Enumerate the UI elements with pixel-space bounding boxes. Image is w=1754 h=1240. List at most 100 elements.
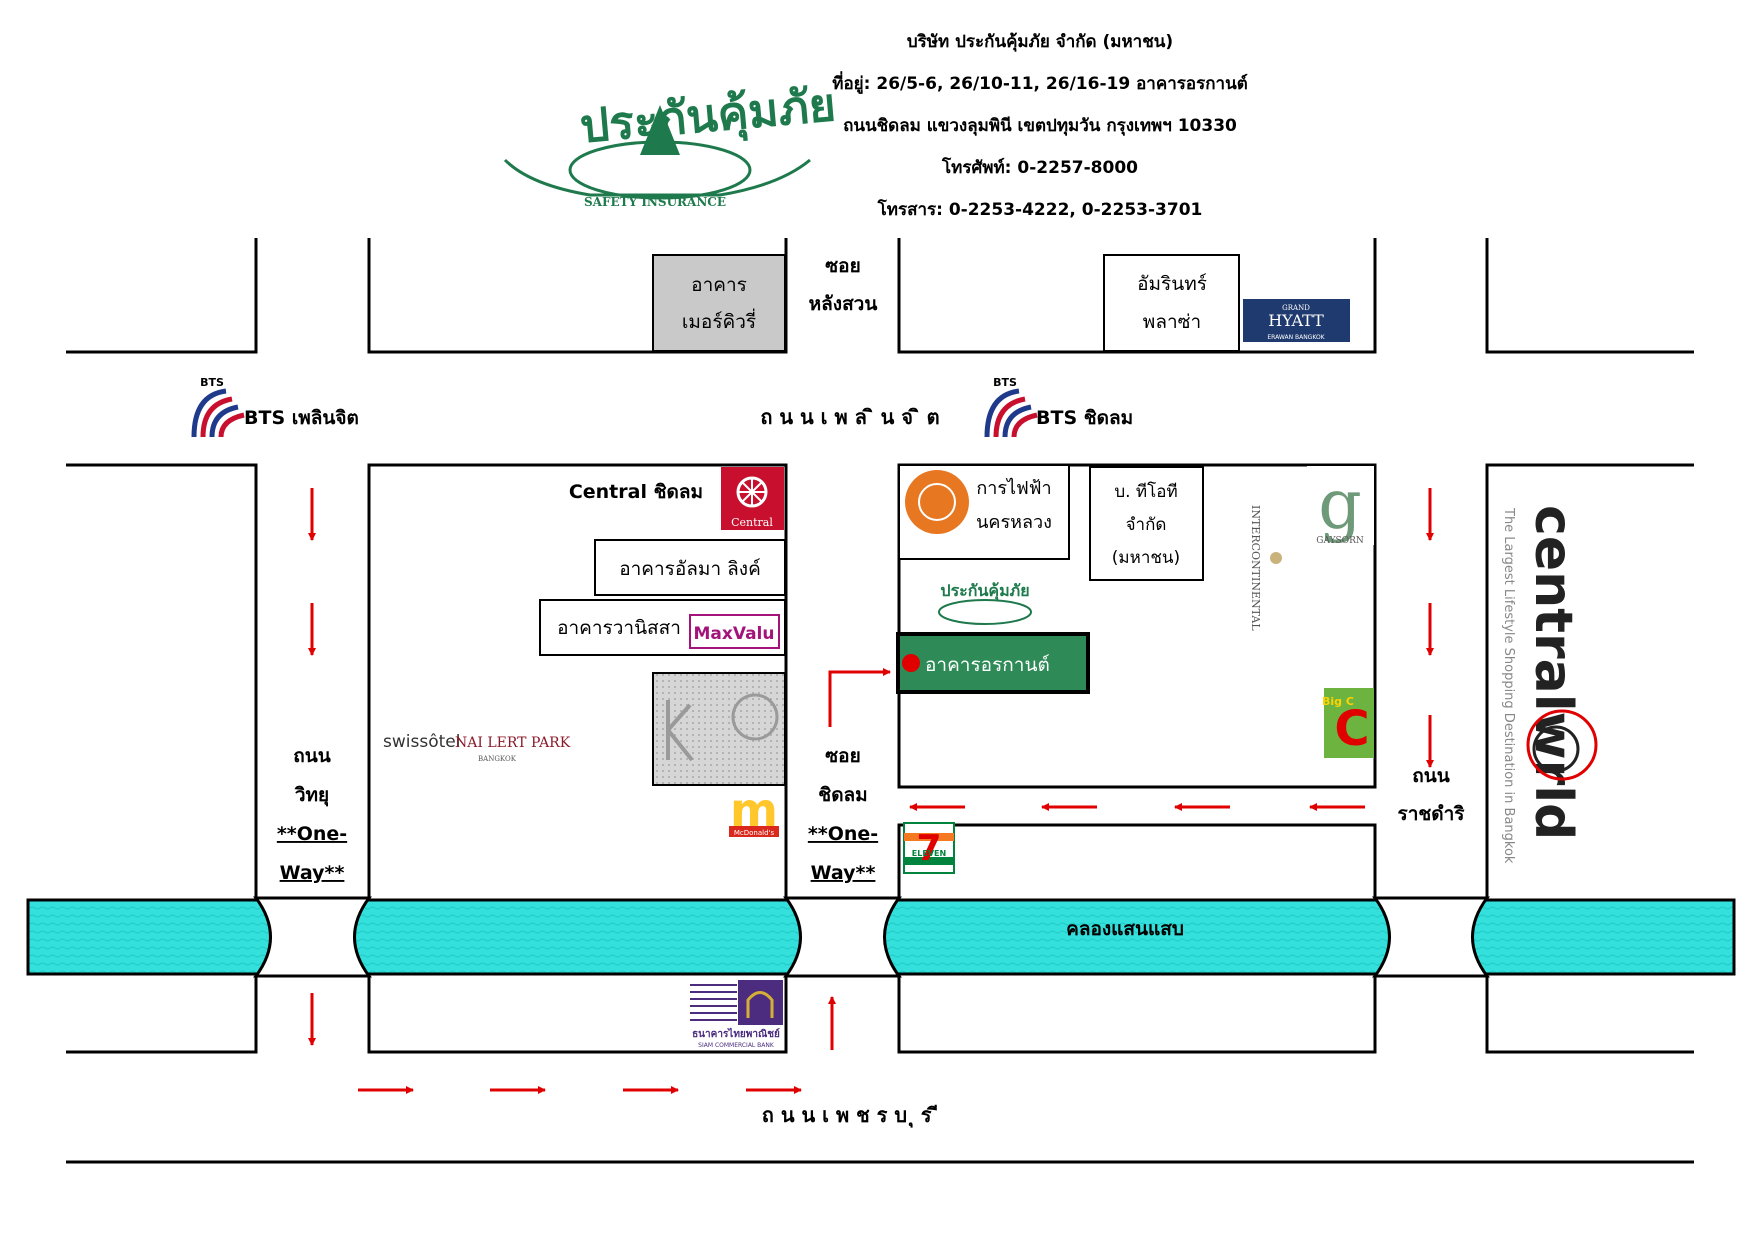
svg-text:อัมรินทร์: อัมรินทร์ <box>1137 273 1207 295</box>
seven-icon: 7 <box>916 828 941 869</box>
arrow-icon <box>828 668 891 727</box>
canal: คลองแสนแสบ <box>26 896 1736 978</box>
svg-text:MaxValu: MaxValu <box>694 624 775 644</box>
svg-text:ERAWAN BANGKOK: ERAWAN BANGKOK <box>1267 334 1325 341</box>
bts-chidlom-label: BTS ชิดลม <box>1036 407 1133 429</box>
orakarn-building: อาคารอรกานต์ <box>896 632 1090 694</box>
wireless-line-3: **One- <box>277 823 347 845</box>
block-bot-4 <box>1485 975 1694 1054</box>
building-logo-icon <box>666 700 694 762</box>
svg-text:ประกันคุ้มภัย: ประกันคุ้มภัย <box>940 581 1029 601</box>
company-info: บริษัท ประกันคุ้มภัย จำกัด (มหาชน) ที่อย… <box>832 32 1247 220</box>
chidlom-soi-label: ซอย ชิดลม **One- Way** <box>808 745 878 884</box>
svg-text:บ. ทีโอที: บ. ทีโอที <box>1114 481 1177 502</box>
logo-wreath-icon <box>568 140 752 200</box>
mini-wreath-icon <box>938 599 1032 625</box>
maxvalu-logo: MaxValu <box>689 614 780 649</box>
mercury-building: อาคาร เมอร์คิวรี่ <box>652 254 786 352</box>
block-bot-2 <box>367 975 788 1054</box>
company-logo: ประกันคุ้มภัย SAFETY INSURANCE <box>503 77 838 209</box>
svg-text:Central: Central <box>731 516 773 529</box>
block-mid-4 <box>1485 463 1694 900</box>
swissotel-logo: swissôtel NAI LERT PARK BANGKOK <box>383 732 571 763</box>
svg-text:อาคารวานิสสา: อาคารวานิสสา <box>557 617 681 639</box>
company-name: บริษัท ประกันคุ้มภัย จำกัด (มหาชน) <box>907 32 1173 52</box>
bts-logo-icon: BTS <box>191 376 245 438</box>
wireless-road-label: ถนน วิทยุ **One- Way** <box>277 745 347 884</box>
bigc-logo: C Big C <box>1322 688 1374 758</box>
svg-text:(มหาชน): (มหาชน) <box>1112 548 1180 568</box>
centralworld-logo: centralwrld The Largest Lifestyle Shoppi… <box>1501 505 1598 864</box>
bridge-wireless <box>253 896 372 978</box>
svg-text:อาคาร: อาคาร <box>691 274 747 296</box>
location-pin-icon <box>902 654 920 672</box>
svg-text:เมอร์คิวรี่: เมอร์คิวรี่ <box>682 308 756 333</box>
bridge-chidlom <box>783 896 902 978</box>
svg-text:BTS: BTS <box>200 376 224 389</box>
svg-text:NAI LERT PARK: NAI LERT PARK <box>455 735 571 751</box>
svg-text:ธนาคารไทยพาณิชย์: ธนาคารไทยพาณิชย์ <box>692 1027 780 1040</box>
chidlom-line-2: ชิดลม <box>818 784 867 806</box>
block-top-4 <box>1485 238 1694 354</box>
starbucks-icon <box>731 693 779 741</box>
svg-text:BTS: BTS <box>993 376 1017 389</box>
intercontinental-emblem-icon <box>1270 552 1282 564</box>
phone-number: โทรศัพท์: 0-2257-8000 <box>941 157 1138 178</box>
chidlom-line-1: ซอย <box>825 745 860 767</box>
block-mid-3b <box>897 823 1377 900</box>
svg-text:นครหลวง: นครหลวง <box>976 512 1052 533</box>
rajdamri-line-2: ราชดำริ <box>1398 803 1466 825</box>
phetchaburi-road-label: ถ น น เ พ ช ร บ ุ ร ี <box>762 1103 938 1128</box>
bigc-c-icon: C <box>1334 701 1369 757</box>
langsuan-soi-label: ซอย หลังสวน <box>809 255 878 315</box>
amarin-plaza: อัมรินทร์ พลาซ่า <box>1103 254 1240 352</box>
gaysorn-g-icon: g <box>1318 466 1362 545</box>
svg-text:centralwrld: centralwrld <box>1523 505 1583 840</box>
svg-text:INTERCONTINENTAL: INTERCONTINENTAL <box>1249 505 1262 631</box>
ploenchit-road-label: ถ น น เ พ ล ิ น จ ิ ต <box>760 405 939 429</box>
svg-text:พลาซ่า: พลาซ่า <box>1143 311 1201 333</box>
svg-text:จำกัด: จำกัด <box>1126 515 1167 535</box>
rajdamri-road-label: ถนน ราชดำริ <box>1398 765 1466 825</box>
central-logo: Central <box>721 467 784 530</box>
canal-label: คลองแสนแสบ <box>1066 918 1184 940</box>
svg-text:BANGKOK: BANGKOK <box>478 755 517 763</box>
svg-text:The Largest Lifestyle Shopping: The Largest Lifestyle Shopping Destinati… <box>1501 507 1516 864</box>
langsuan-line-2: หลังสวน <box>809 293 878 315</box>
svg-text:การไฟฟ้า: การไฟฟ้า <box>976 477 1051 499</box>
mcdonalds-logo: m McDonald's <box>729 783 779 837</box>
central-chidlom-label: Central ชิดลม <box>569 481 703 503</box>
logo-thai-text: ประกันคุ้มภัย <box>578 77 838 155</box>
wireless-line-1: ถนน <box>293 745 330 767</box>
nailert-building <box>652 672 786 786</box>
tot-building: บ. ทีโอที จำกัด (มหาชน) <box>1089 466 1204 581</box>
block-bot-3 <box>897 975 1377 1054</box>
centralworld-ring-icon <box>1526 709 1598 781</box>
logo-ribbon-icon <box>503 158 811 197</box>
bts-ploenchit: BTS BTS เพลินจิต <box>191 376 359 438</box>
rajdamri-line-1: ถนน <box>1412 765 1449 787</box>
gaysorn-logo: g GAYSORN <box>1307 466 1374 546</box>
address-line-2: ถนนชิดลม แขวงลุมพินี เขตปทุมวัน กรุงเทพฯ… <box>843 115 1237 136</box>
langsuan-line-1: ซอย <box>825 255 860 277</box>
bts-ploenchit-label: BTS เพลินจิต <box>244 407 359 429</box>
chidlom-line-4: Way** <box>811 862 876 884</box>
svg-text:Big C: Big C <box>1322 695 1354 708</box>
address-line-1: ที่อยู่: 26/5-6, 26/10-11, 26/16-19 อาคา… <box>832 71 1247 95</box>
svg-text:อาคารอรกานต์: อาคารอรกานต์ <box>925 654 1050 676</box>
chidlom-line-3: **One- <box>808 823 878 845</box>
bts-logo-icon: BTS <box>984 376 1038 438</box>
scb-emblem-icon <box>746 991 774 1018</box>
block-bot-1 <box>66 975 258 1054</box>
bts-chidlom: BTS BTS ชิดลม <box>984 376 1133 438</box>
wireless-line-2: วิทยุ <box>295 784 330 807</box>
svg-text:swissôtel: swissôtel <box>383 732 460 752</box>
intercontinental-logo: INTERCONTINENTAL <box>1249 505 1282 631</box>
traffic-arrows <box>308 488 1434 1094</box>
svg-text:McDonald's: McDonald's <box>734 829 775 837</box>
wireless-line-4: Way** <box>280 862 345 884</box>
logo-english-text: SAFETY INSURANCE <box>584 195 726 209</box>
block-mid-1 <box>66 463 258 900</box>
block-top-1 <box>66 238 258 354</box>
